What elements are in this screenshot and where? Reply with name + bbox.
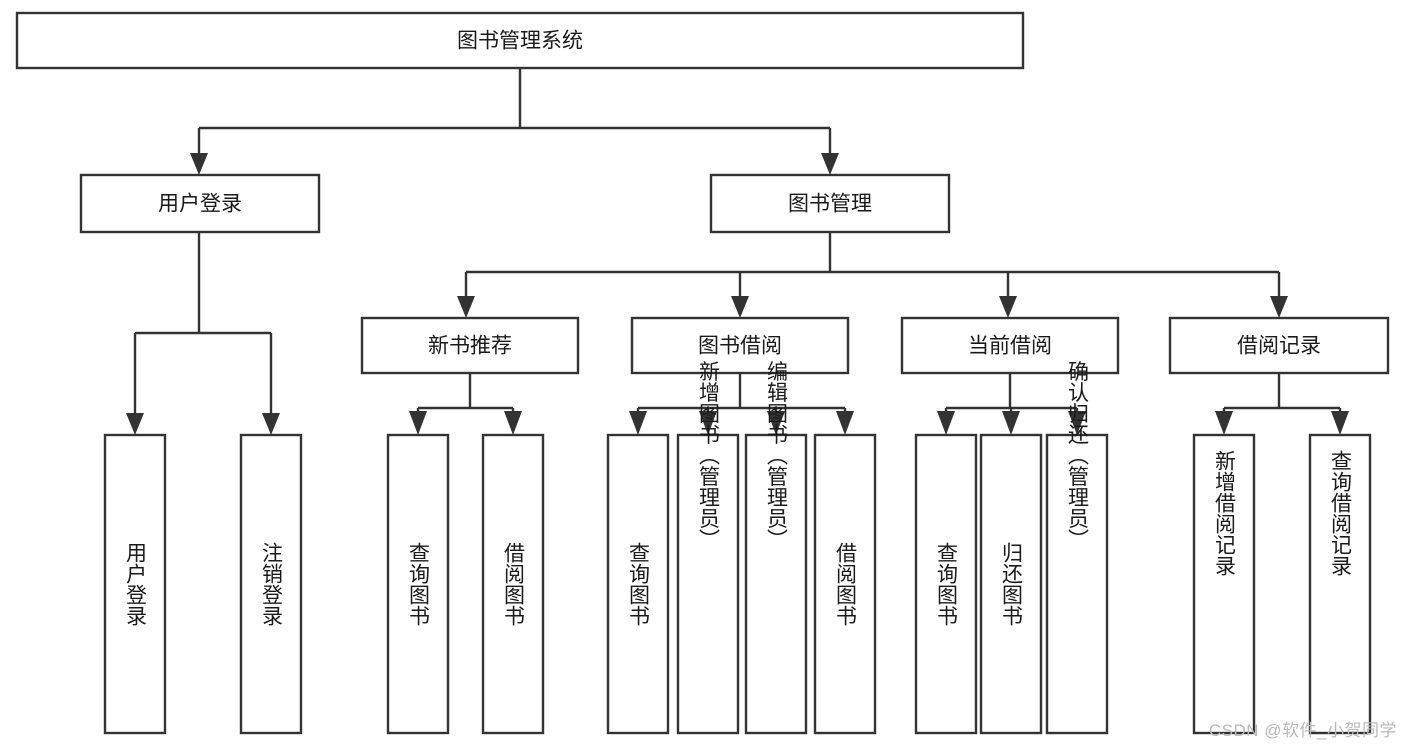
node-user-login-label: 用户登录 [158, 193, 242, 216]
connector-group-current-borrow [937, 373, 1086, 435]
connector-group-new-book-rec [409, 373, 522, 435]
node-leaf-10[interactable]: 归还图书 [979, 433, 1043, 735]
node-root-label: 图书管理系统 [457, 30, 583, 53]
node-leaf-10-box[interactable] [979, 433, 1043, 735]
node-leaf-2[interactable]: 注销登录 [239, 433, 303, 735]
node-leaf-1-label: 用户登录 [124, 542, 148, 626]
node-leaf-11-box[interactable] [1045, 433, 1109, 735]
node-leaf-3-label: 查询图书 [407, 542, 431, 626]
node-book-manage-box[interactable] [709, 173, 951, 234]
arrow-head-icon [126, 413, 144, 435]
node-leaf-8-box[interactable] [813, 433, 877, 735]
arrow-head-icon [1002, 411, 1020, 435]
node-current-borrow-box[interactable] [900, 316, 1120, 375]
node-new-book-rec-label: 新书推荐 [428, 335, 512, 358]
connector-group-book-borrow [629, 373, 854, 435]
node-book-borrow-box[interactable] [630, 316, 850, 375]
node-leaf-2-box[interactable] [239, 433, 303, 735]
node-leaf-8-label: 借阅图书 [834, 542, 858, 626]
node-leaf-5-label: 查询图书 [627, 542, 651, 626]
arrow-head-icon [731, 296, 749, 318]
node-leaf-3[interactable]: 查询图书 [386, 433, 450, 735]
node-borrow-record-label: 借阅记录 [1237, 335, 1321, 358]
node-leaf-12[interactable]: 新增借阅记录 [1192, 433, 1256, 735]
node-leaf-2-label: 注销登录 [260, 542, 284, 626]
node-leaf-9[interactable]: 查询图书 [914, 433, 978, 735]
node-root-box[interactable] [15, 11, 1025, 70]
arrow-head-icon [409, 411, 427, 435]
arrow-head-icon [190, 153, 208, 175]
arrow-head-icon [504, 411, 522, 435]
connector-group-root [190, 68, 839, 175]
connector-group-borrow-record [1215, 373, 1349, 435]
arrow-head-icon [999, 296, 1017, 318]
node-leaf-13[interactable]: 查询借阅记录 [1308, 433, 1372, 735]
arrow-head-icon [457, 296, 475, 318]
node-leaf-13-box[interactable] [1308, 433, 1372, 735]
node-root[interactable]: 图书管理系统 [15, 11, 1025, 70]
node-leaf-11[interactable]: 确认归还（管理员） [1045, 361, 1109, 735]
node-new-book-rec-box[interactable] [360, 316, 580, 375]
node-leaf-1-box[interactable] [103, 433, 167, 735]
node-leaf-10-label: 归还图书 [1000, 542, 1024, 626]
node-current-borrow-label: 当前借阅 [968, 335, 1052, 358]
node-borrow-record[interactable]: 借阅记录 [1168, 316, 1390, 375]
node-leaf-9-label: 查询图书 [935, 542, 959, 626]
node-current-borrow[interactable]: 当前借阅 [900, 316, 1120, 375]
node-user-login-box[interactable] [79, 173, 321, 234]
arrow-head-icon [1331, 411, 1349, 435]
node-user-login[interactable]: 用户登录 [79, 173, 321, 234]
node-leaf-6-box[interactable] [676, 433, 740, 735]
node-leaf-4-label: 借阅图书 [502, 542, 526, 626]
node-leaf-13-label: 查询借阅记录 [1329, 450, 1353, 576]
arrow-head-icon [1068, 411, 1086, 435]
node-leaf-6-label: 新增图书（管理员） [697, 361, 721, 550]
node-book-borrow-label: 图书借阅 [698, 335, 782, 358]
arrow-head-icon [767, 411, 785, 435]
node-new-book-rec[interactable]: 新书推荐 [360, 316, 580, 375]
node-book-manage[interactable]: 图书管理 [709, 173, 951, 234]
arrow-head-icon [836, 411, 854, 435]
node-leaf-4-box[interactable] [481, 433, 545, 735]
node-leaf-11-label: 确认归还（管理员） [1066, 361, 1090, 550]
csdn-watermark: CSDN @软件_小贺同学 [1208, 721, 1397, 740]
arrow-head-icon [699, 411, 717, 435]
arrow-head-icon [1215, 411, 1233, 435]
node-leaf-9-box[interactable] [914, 433, 978, 735]
node-leaf-12-label: 新增借阅记录 [1213, 450, 1237, 576]
node-leaf-1[interactable]: 用户登录 [103, 433, 167, 735]
connector-group-book-manage [457, 232, 1288, 318]
node-borrow-record-box[interactable] [1168, 316, 1390, 375]
arrow-head-icon [821, 153, 839, 175]
node-leaf-6[interactable]: 新增图书（管理员） [676, 361, 740, 735]
node-leaf-4[interactable]: 借阅图书 [481, 433, 545, 735]
node-leaf-5[interactable]: 查询图书 [606, 433, 670, 735]
node-leaf-3-box[interactable] [386, 433, 450, 735]
node-leaf-7-box[interactable] [744, 433, 808, 735]
node-book-manage-label: 图书管理 [788, 193, 872, 216]
arrow-head-icon [1270, 296, 1288, 318]
node-leaf-7-label: 编辑图书（管理员） [765, 361, 789, 550]
node-book-borrow[interactable]: 图书借阅 [630, 316, 850, 375]
connector-group-user-login [126, 232, 280, 435]
arrow-head-icon [629, 411, 647, 435]
node-leaf-7[interactable]: 编辑图书（管理员） [744, 361, 808, 735]
node-leaf-12-box[interactable] [1192, 433, 1256, 735]
node-leaf-5-box[interactable] [606, 433, 670, 735]
node-leaf-8[interactable]: 借阅图书 [813, 433, 877, 735]
arrow-head-icon [262, 413, 280, 435]
arrow-head-icon [937, 411, 955, 435]
